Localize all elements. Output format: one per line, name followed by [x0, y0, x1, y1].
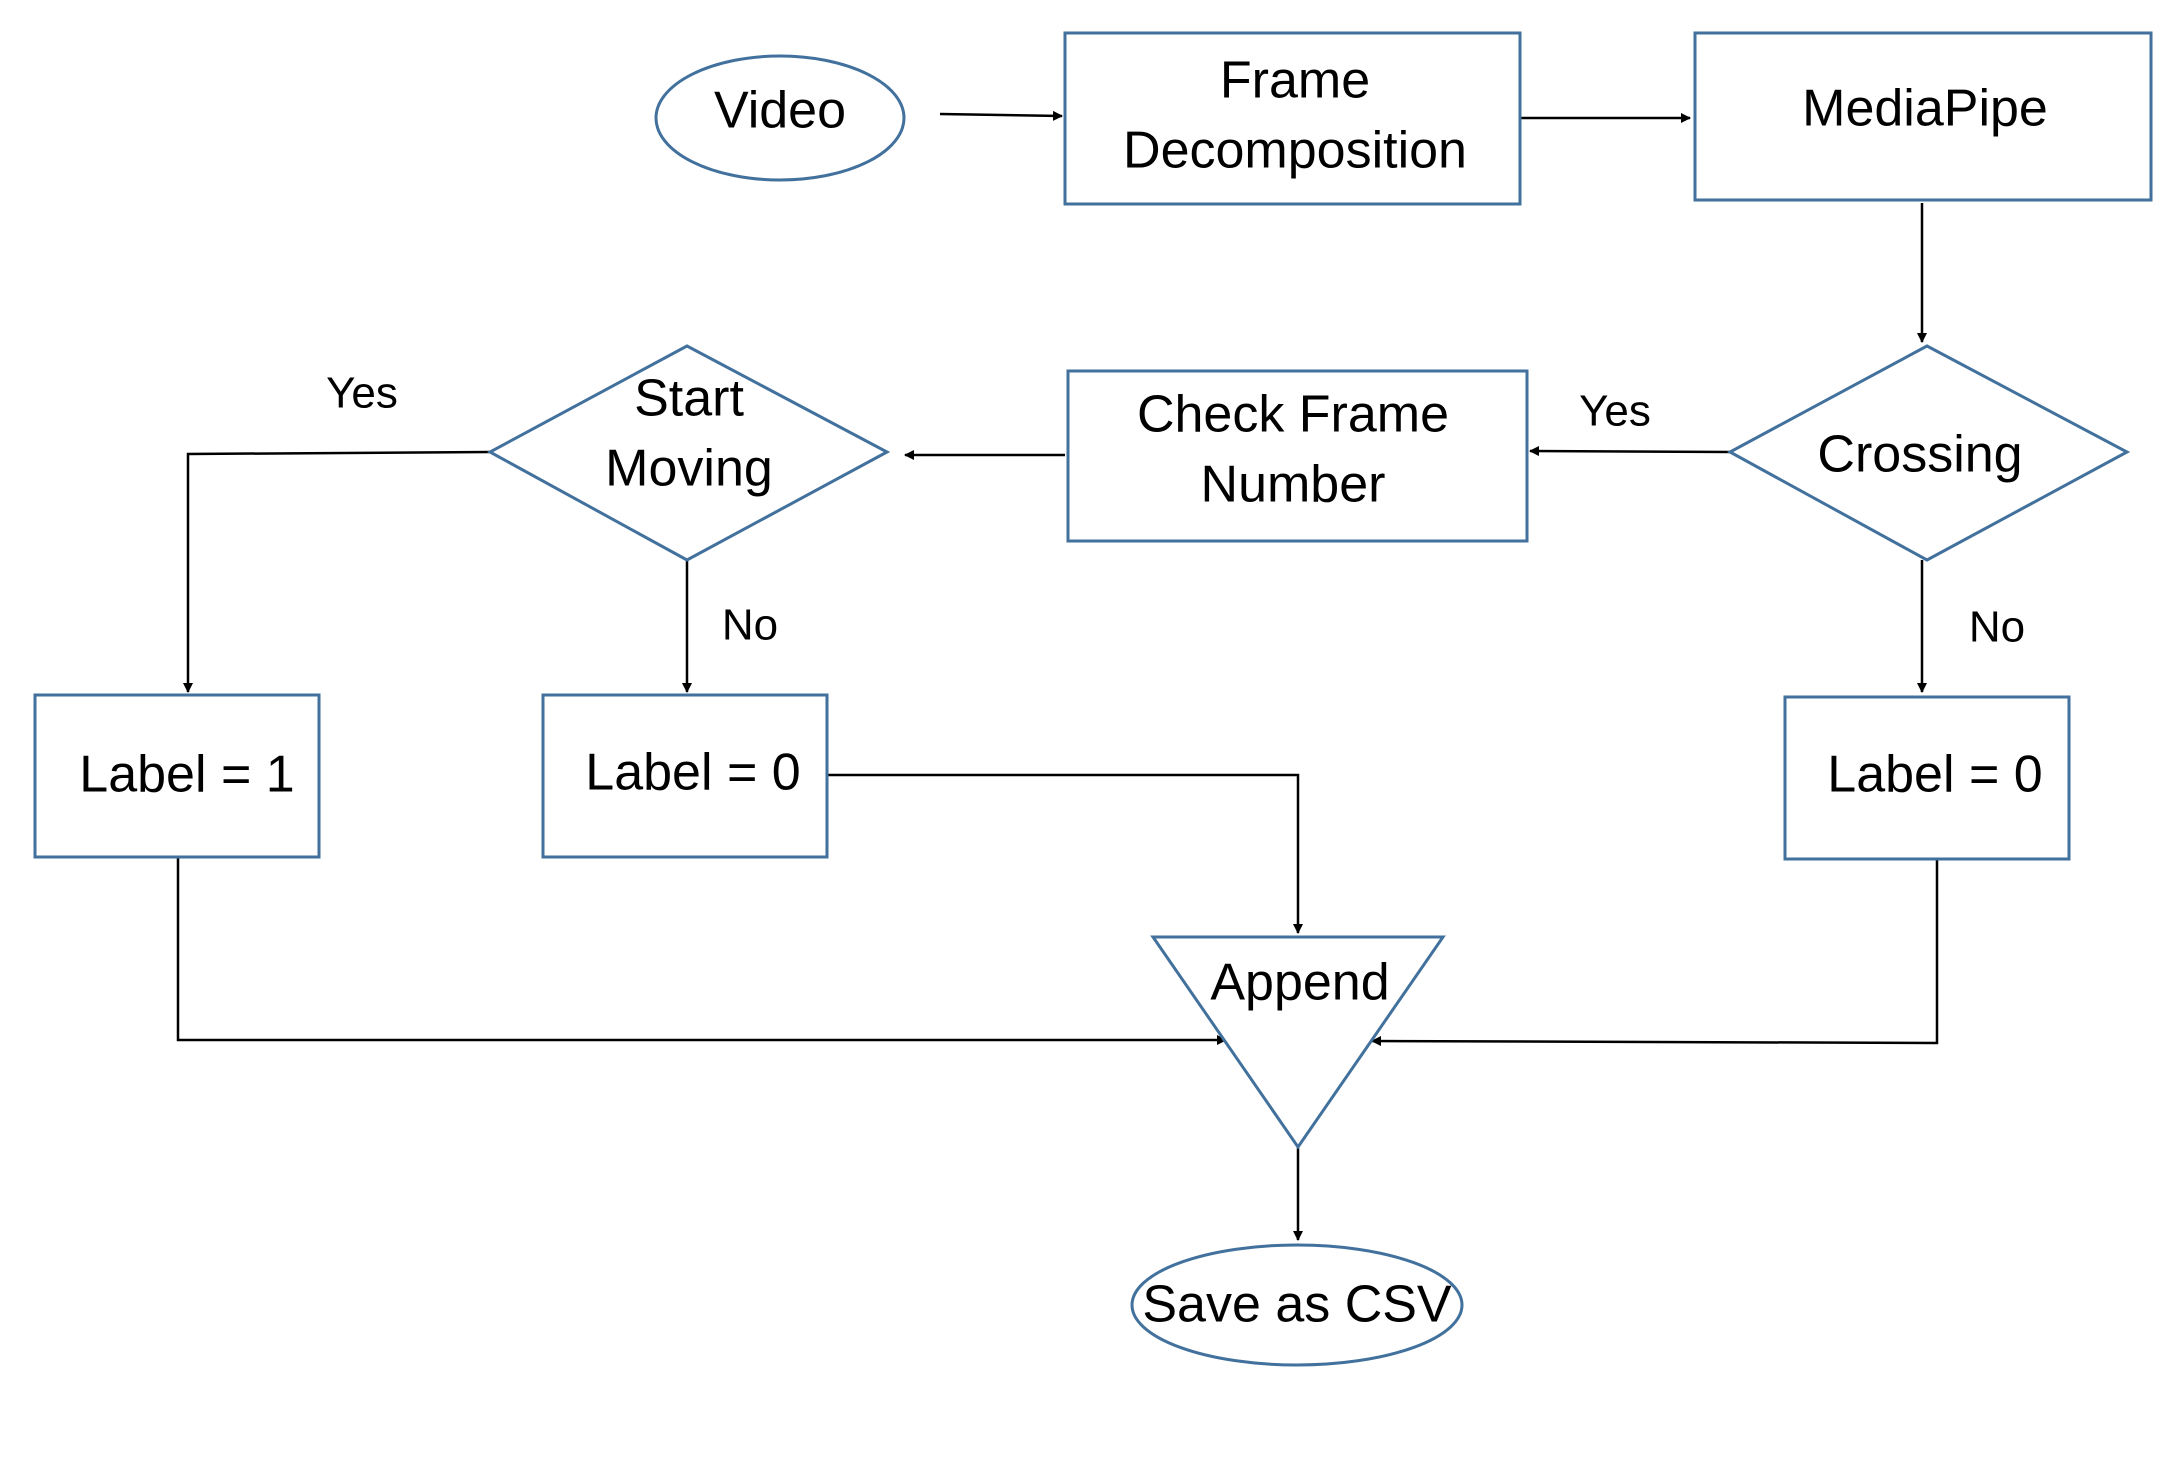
node-append-label: Append — [1210, 954, 1389, 1012]
node-check-frame-number: Check Frame Number — [1066, 369, 1529, 543]
node-crossing-label: Crossing — [1817, 426, 2022, 484]
edge-label-start-moving-yes: Yes — [326, 369, 398, 418]
node-label-0-right: Label = 0 — [1783, 695, 2071, 861]
node-start-moving: Start Moving — [486, 344, 891, 562]
edge-label-start-moving-no: No — [722, 601, 778, 650]
node-video-label: Video — [714, 82, 846, 140]
node-label-1-label: Label = 1 — [79, 746, 294, 804]
edge-label-crossing-no: No — [1969, 603, 2025, 652]
node-check-frame-number-label-line-1: Check Frame — [1137, 386, 1449, 444]
node-check-frame-number-label-line-2: Number — [1201, 456, 1386, 514]
node-save-as-csv: Save as CSV — [1130, 1243, 1464, 1367]
edge-label-0-left-to-append — [827, 773, 1303, 934]
edge-label-1-to-append — [176, 857, 1227, 1045]
node-start-moving-label-line-2: Moving — [605, 440, 773, 498]
node-label-0-right-label: Label = 0 — [1827, 746, 2042, 804]
edge-label-0-right-to-append — [1371, 857, 1939, 1047]
node-save-as-csv-label: Save as CSV — [1142, 1276, 1452, 1334]
node-frame-decomposition: Frame Decomposition — [1063, 31, 1522, 206]
node-crossing: Crossing — [1726, 344, 2131, 562]
node-mediapipe: MediaPipe — [1693, 31, 2153, 202]
node-append: Append — [1150, 935, 1446, 1150]
node-start-moving-label-line-1: Start — [634, 370, 744, 428]
edge-video-to-frame-decomposition — [939, 110, 1063, 121]
edge-start-moving-yes-to-label-1 — [183, 450, 491, 693]
edge-labels: Yes Yes No No — [326, 369, 2025, 652]
edges — [176, 110, 1939, 1241]
node-label-0-left-label: Label = 0 — [585, 744, 800, 802]
node-frame-decomposition-label-line-2: Decomposition — [1123, 122, 1467, 180]
edge-label-crossing-yes: Yes — [1579, 387, 1651, 436]
node-mediapipe-label: MediaPipe — [1802, 80, 2048, 138]
edge-crossing-yes-to-check-frame — [1529, 446, 1731, 457]
node-video: Video — [654, 54, 906, 182]
node-label-0-left: Label = 0 — [541, 693, 829, 859]
node-label-1: Label = 1 — [33, 693, 321, 859]
node-frame-decomposition-label-line-1: Frame — [1220, 52, 1370, 110]
